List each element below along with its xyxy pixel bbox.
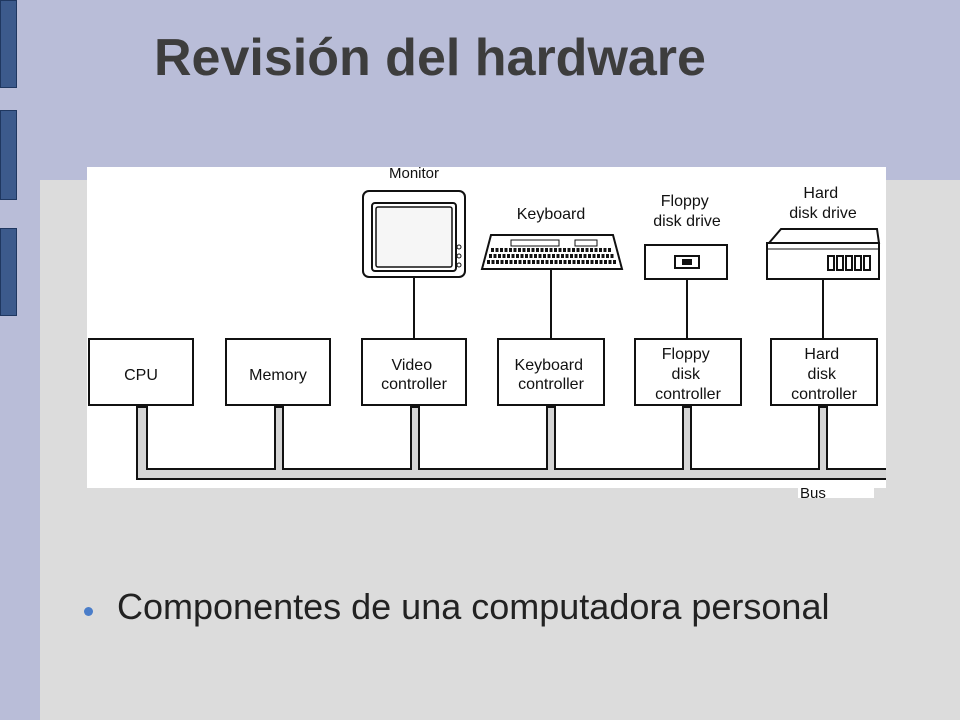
monitor-label-line: Monitor [389, 167, 439, 182]
cpu-box: CPU [88, 338, 194, 406]
video-controller-label: Video controller [381, 357, 447, 393]
hard-disk-drive-icon [766, 228, 881, 280]
floppy-controller-label-line: Floppy [662, 346, 710, 363]
bus [136, 406, 886, 480]
keyboard-controller-label-line: controller [518, 376, 584, 393]
hardware-diagram: CPU Memory Video controller Keyboard con… [87, 167, 886, 488]
memory-box: Memory [225, 338, 331, 406]
harddisk-drive-label-line: Hard [803, 185, 838, 202]
monitor-label-bg [375, 167, 457, 181]
memory-label-line: Memory [249, 367, 307, 384]
cpu-label: CPU [124, 367, 158, 384]
monitor-icon [362, 190, 466, 278]
floppy-drive-label: Floppy disk drive [653, 193, 721, 230]
video-controller-box: Video controller [361, 338, 467, 406]
floppy-controller-label-line: controller [655, 386, 721, 403]
bullet-icon [84, 607, 93, 616]
harddisk-controller-label: Hard disk controller [791, 346, 857, 403]
harddisk-drive-label-line: disk drive [789, 205, 857, 222]
harddisk-drive-label: Hard disk drive [789, 185, 857, 222]
keyboard-label-line: Keyboard [517, 206, 586, 223]
harddisk-controller-label-line: disk [808, 366, 837, 383]
keyboard-icon [480, 234, 624, 270]
keyboard-label: Keyboard [517, 206, 586, 223]
slide-title: Revisión del hardware [154, 29, 706, 87]
bus-label: Bus [800, 485, 826, 502]
keyboard-controller-label-line: Keyboard [515, 357, 584, 374]
floppy-drive-label-line: Floppy [661, 193, 709, 210]
floppy-drive-label-line: disk drive [653, 213, 721, 230]
monitor-label: Monitor [389, 167, 439, 182]
sidebar-bar [0, 110, 17, 200]
floppy-controller-box: Floppy disk controller [634, 338, 742, 406]
bus-label-bg [798, 482, 874, 498]
harddisk-controller-box: Hard disk controller [770, 338, 878, 406]
sidebar-bar [0, 0, 17, 88]
floppy-controller-label: Floppy disk controller [655, 346, 721, 403]
harddisk-controller-label-line: controller [791, 386, 857, 403]
cpu-label-line: CPU [124, 367, 158, 384]
floppy-drive-icon [644, 244, 728, 280]
video-controller-label-line: Video [391, 357, 432, 374]
keyboard-controller-box: Keyboard controller [497, 338, 605, 406]
sidebar-bar [0, 228, 17, 316]
keyboard-controller-label: Keyboard controller [515, 357, 588, 393]
bullet-text: Componentes de una computadora personal [117, 586, 830, 627]
harddisk-controller-label-line: Hard [804, 346, 839, 363]
video-controller-label-line: controller [381, 376, 447, 393]
floppy-controller-label-line: disk [672, 366, 701, 383]
memory-label: Memory [249, 367, 307, 384]
